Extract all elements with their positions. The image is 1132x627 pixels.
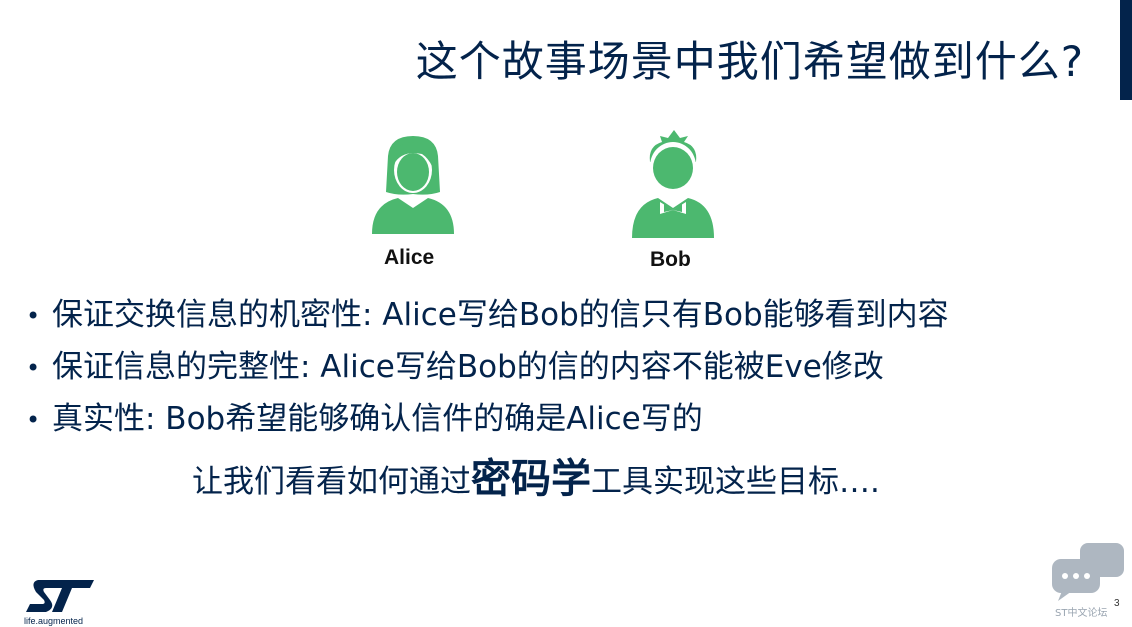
man-icon bbox=[632, 130, 714, 238]
woman-icon bbox=[372, 136, 454, 234]
bullet-dot: • bbox=[26, 354, 41, 382]
closing-emphasis: 密码学 bbox=[471, 456, 591, 502]
bullet-text: 保证交换信息的机密性: Alice写给Bob的信只有Bob能够看到内容 bbox=[52, 297, 949, 333]
page-number: 3 bbox=[1114, 598, 1120, 609]
chat-bubbles-icon bbox=[1052, 543, 1124, 601]
bullet-list: • 保证交换信息的机密性: Alice写给Bob的信只有Bob能够看到内容 • 保证… bbox=[26, 290, 949, 446]
alice-label: Alice bbox=[384, 246, 435, 269]
st-logo-icon bbox=[26, 580, 94, 612]
closing-after: 工具实现这些目标…. bbox=[591, 464, 880, 500]
list-item: • 真实性: Bob希望能够确认信件的确是Alice写的 bbox=[26, 394, 949, 446]
bullet-text: 保证信息的完整性: Alice写给Bob的信的内容不能被Eve修改 bbox=[52, 349, 884, 385]
bullet-dot: • bbox=[26, 406, 41, 434]
title-accent-bar bbox=[1120, 0, 1132, 100]
brand-tagline: life.augmented bbox=[24, 616, 84, 626]
page-title: 这个故事场景中我们希望做到什么? bbox=[415, 37, 1084, 86]
bullet-dot: • bbox=[26, 302, 41, 330]
list-item: • 保证信息的完整性: Alice写给Bob的信的内容不能被Eve修改 bbox=[26, 342, 949, 394]
closing-before: 让我们看看如何通过 bbox=[192, 464, 471, 500]
list-item: • 保证交换信息的机密性: Alice写给Bob的信只有Bob能够看到内容 bbox=[26, 290, 949, 342]
bullet-text: 真实性: Bob希望能够确认信件的确是Alice写的 bbox=[52, 401, 703, 437]
forum-watermark: ST中文论坛 bbox=[1055, 608, 1108, 619]
bob-label: Bob bbox=[650, 248, 691, 271]
closing-statement: 让我们看看如何通过密码学工具实现这些目标…. bbox=[192, 446, 880, 504]
